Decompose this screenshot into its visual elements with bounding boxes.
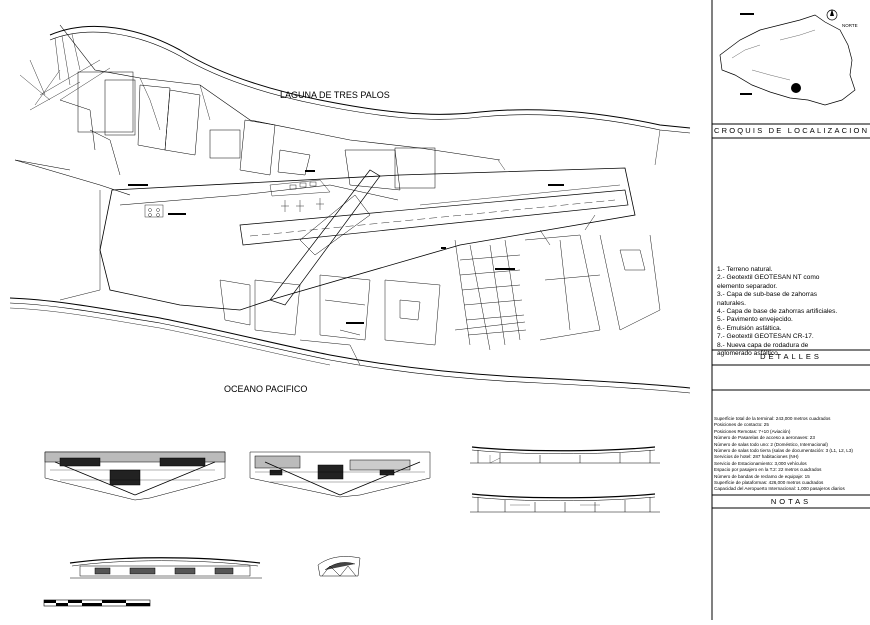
notes-list: Superficie total de la terminal: 243,000… [714,416,869,493]
sketch-tag [740,93,752,95]
terminal-section-1 [470,446,660,464]
detail-line: 2.- Geotextil GEOTESAN NT como [717,274,820,282]
location-sketch [719,14,856,106]
detail-line: aglomerado asfáltico [717,350,778,358]
ocean-label: OCEANO PACIFICO [224,384,307,394]
scale-bar [43,599,151,607]
note-line: Número de salas todo tierra (salas de do… [714,448,853,454]
note-line: Superficie de plataformas: 426,000 metro… [714,480,824,486]
sketch-tag [740,13,754,15]
detail-line: 1.- Terreno natural. [717,266,773,273]
note-line: Número de Pasarelas de acceso a aeronave… [714,435,815,441]
title-block [711,0,870,620]
roof-detail [317,556,361,577]
detail-line: 8.- Nueva capa de rodadura de [717,341,809,349]
note-line: Servicios de hotel: 287 habitaciones (NH… [714,454,799,460]
detail-line: 7.- Geotextil GEOTESAN CR-17. [717,333,814,341]
map-label-tags [128,170,564,324]
note-line: Número de bandas de reclamo de equipaje:… [714,473,810,479]
location-marker-icon [791,83,801,93]
notes-title: NOTAS [770,497,812,506]
terminal-plan-1 [44,451,226,501]
details-list: 1.- Terreno natural.2.- Geotextil GEOTES… [717,266,867,358]
detail-line: 4.- Capa de base de zahorras artificiale… [717,308,838,316]
note-line: Superficie total de la terminal: 243,000… [714,416,831,421]
detail-line: naturales. [717,299,746,307]
note-line: Servicio de Estacionamiento: 3,000 vehíc… [714,460,807,466]
terminal-plan-2 [249,451,431,498]
detail-line: 6.- Emulsión asfáltica. [717,324,782,332]
note-line: Espacio por pasajero en la T.2: 22 metro… [714,467,822,473]
details-title: DETALLES [760,352,822,361]
north-arrow-icon [826,9,838,21]
north-label: NORTE [842,23,858,28]
detail-line: 5.- Pavimento envejecido. [717,316,793,324]
terminal-elevation [69,557,262,579]
note-line: Número de salas todo uno: 2 (Doméstico, … [714,441,828,447]
terminal-section-2 [470,493,660,513]
note-line: Capacidad del Aeropuerto Internacional: … [714,486,845,492]
location-title: CROQUIS DE LOCALIZACION [714,126,870,135]
note-line: Posiciones Remotas: 7+10 (Aviación) [714,428,791,434]
detail-line: 3.- Capa de sub-base de zahorras [717,291,818,299]
lagoon-label: LAGUNA DE TRES PALOS [280,90,390,100]
site-plan [9,24,691,394]
detail-line: elemento separador. [717,282,778,290]
note-line: Posiciones de contacto: 25 [714,422,769,428]
